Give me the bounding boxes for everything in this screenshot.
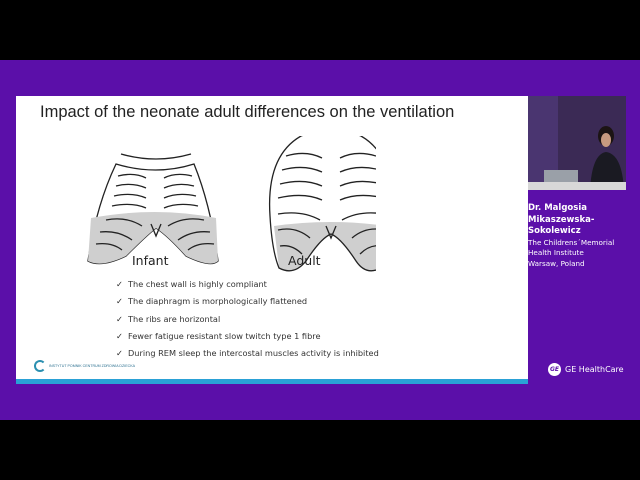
infant-label: Infant bbox=[132, 253, 169, 268]
speaker-affiliation-line: Health Institute bbox=[528, 248, 584, 257]
bullet-item: ✓During REM sleep the intercostal muscle… bbox=[116, 345, 379, 362]
infant-rib-cage bbox=[87, 153, 219, 265]
bullet-item: ✓The ribs are horizontal bbox=[116, 311, 379, 328]
rib-cage-illustration bbox=[87, 136, 376, 272]
check-icon: ✓ bbox=[116, 313, 123, 324]
speaker-caption: Dr. Malgosia Mikaszewska-Sokolewicz The … bbox=[528, 203, 636, 269]
video-stage: Impact of the neonate adult differences … bbox=[0, 60, 640, 420]
presentation-slide: Impact of the neonate adult differences … bbox=[16, 96, 528, 384]
slide-accent-bar bbox=[16, 379, 528, 384]
adult-rib-cage bbox=[268, 136, 376, 272]
speaker-affiliation-line: Warsaw, Poland bbox=[528, 258, 585, 268]
check-icon: ✓ bbox=[116, 296, 123, 307]
bullet-item: ✓The chest wall is highly compliant bbox=[116, 276, 379, 293]
institute-logo: INSTYTUT POMNIK CENTRUM ZDROWIA DZIECKA bbox=[34, 360, 135, 372]
speaker-video bbox=[528, 96, 626, 190]
bullet-item: ✓The diaphragm is morphologically flatte… bbox=[116, 293, 379, 310]
ge-healthcare-logo: GE GE HealthCare bbox=[548, 363, 624, 376]
adult-label: Adult bbox=[288, 253, 321, 268]
bullet-item: ✓Fewer fatigue resistant slow twitch typ… bbox=[116, 328, 379, 345]
bullet-list: ✓The chest wall is highly compliant ✓The… bbox=[116, 276, 379, 362]
speaker-image bbox=[528, 96, 626, 190]
speaker-affiliation-line: The Childrens´Memorial bbox=[528, 237, 615, 247]
check-icon: ✓ bbox=[116, 330, 123, 341]
check-icon: ✓ bbox=[116, 348, 123, 359]
speaker-name: Dr. Malgosia Mikaszewska-Sokolewicz bbox=[528, 203, 595, 236]
slide-title: Impact of the neonate adult differences … bbox=[40, 103, 455, 121]
ge-monogram-icon: GE bbox=[548, 363, 561, 376]
check-icon: ✓ bbox=[116, 279, 123, 289]
institute-logo-icon bbox=[34, 360, 46, 372]
